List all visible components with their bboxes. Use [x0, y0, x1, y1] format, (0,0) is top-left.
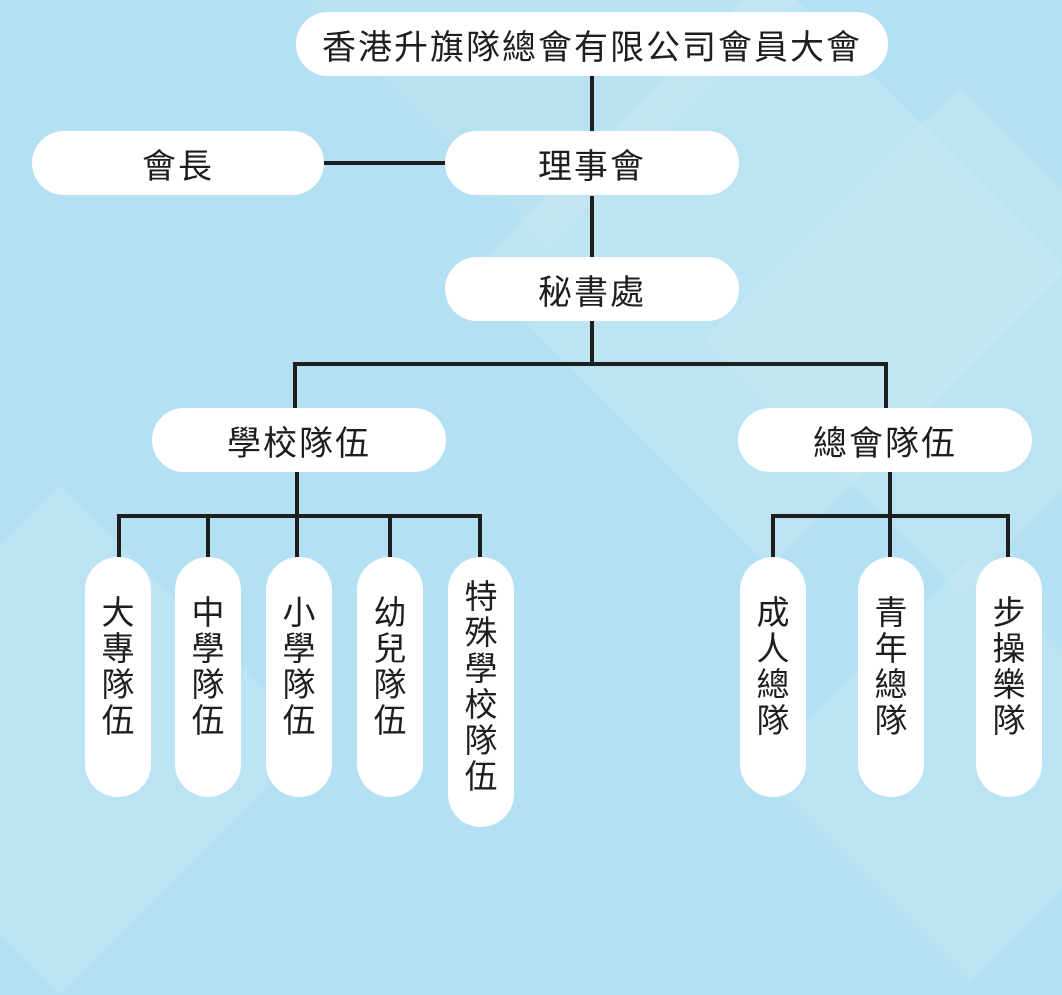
hq-teams-label: 總會隊伍 — [813, 423, 957, 464]
school-teams-label: 學校隊伍 — [227, 423, 371, 464]
chairman-label: 會長 — [142, 146, 214, 187]
school-teams-node: 學校隊伍 — [152, 408, 446, 472]
unit-node: 小學隊伍 — [266, 557, 332, 797]
unit-node: 特殊學校隊伍 — [448, 557, 514, 827]
council-node: 理事會 — [445, 131, 739, 195]
general-meeting-node: 香港升旗隊總會有限公司會員大會 — [296, 12, 888, 76]
general-meeting-label: 香港升旗隊總會有限公司會員大會 — [322, 27, 862, 68]
unit-label: 成人總隊 — [756, 593, 790, 740]
unit-label: 幼兒隊伍 — [373, 593, 407, 740]
chairman-node: 會長 — [32, 131, 324, 195]
unit-label: 大專隊伍 — [101, 593, 135, 740]
unit-label: 中學隊伍 — [191, 593, 225, 740]
unit-node: 中學隊伍 — [175, 557, 241, 797]
unit-label: 特殊學校隊伍 — [464, 577, 498, 796]
unit-node: 青年總隊 — [858, 557, 924, 797]
unit-label: 青年總隊 — [874, 593, 908, 740]
hq-teams-node: 總會隊伍 — [738, 408, 1032, 472]
unit-node: 大專隊伍 — [85, 557, 151, 797]
connector-lines — [117, 74, 1010, 558]
unit-label: 小學隊伍 — [282, 593, 316, 740]
unit-node: 成人總隊 — [740, 557, 806, 797]
council-label: 理事會 — [538, 146, 646, 187]
secretariat-label: 秘書處 — [538, 272, 646, 313]
unit-label: 步操樂隊 — [992, 593, 1026, 740]
unit-node: 步操樂隊 — [976, 557, 1042, 797]
secretariat-node: 秘書處 — [445, 257, 739, 321]
unit-node: 幼兒隊伍 — [357, 557, 423, 797]
